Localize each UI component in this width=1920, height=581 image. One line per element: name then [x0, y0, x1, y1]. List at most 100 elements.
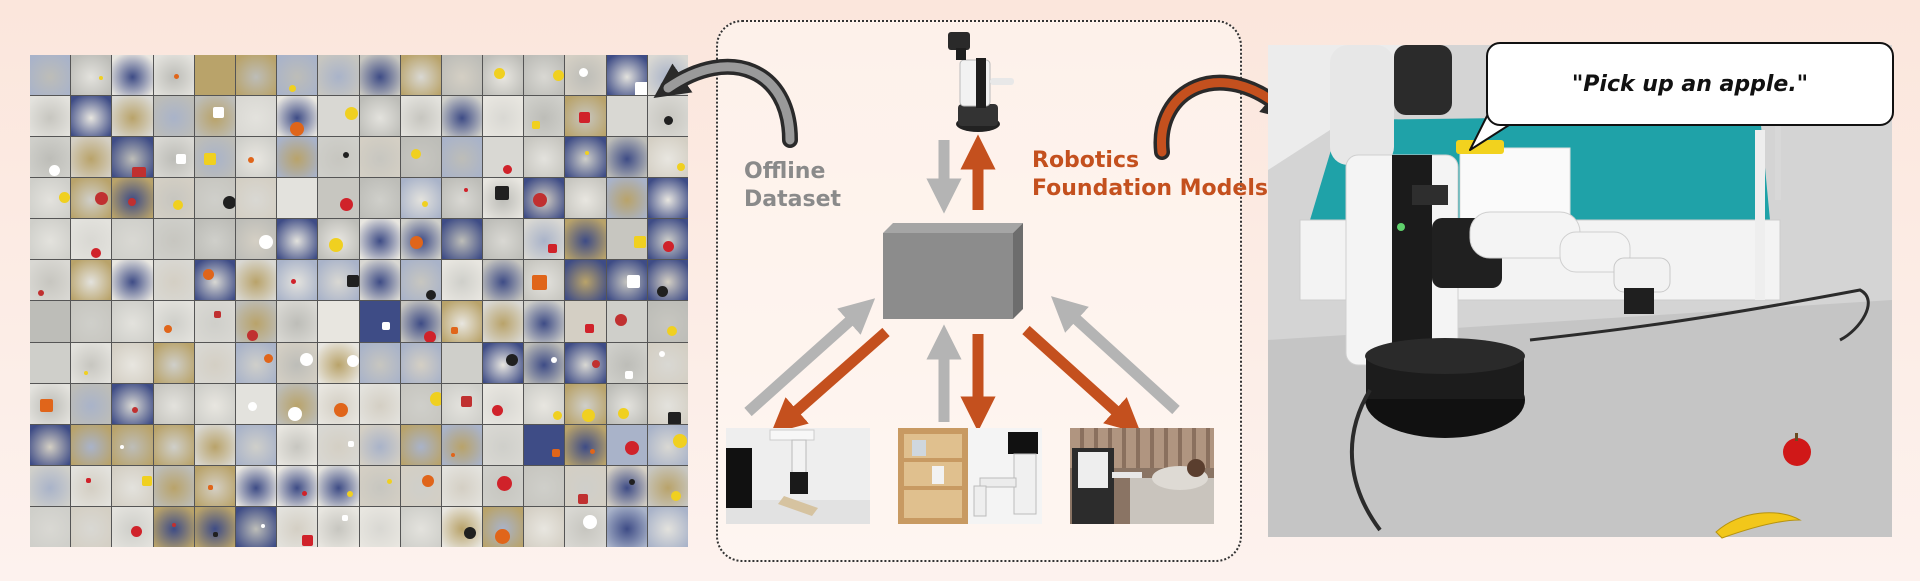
thumbnail-object — [346, 490, 353, 497]
dataset-thumbnail — [524, 137, 565, 178]
dataset-thumbnail — [30, 342, 71, 383]
photo-robot-scene — [1268, 45, 1892, 539]
thumbnail-object — [248, 156, 255, 163]
dataset-thumbnail — [277, 260, 318, 301]
dataset-thumbnail — [400, 506, 441, 547]
thumbnail-object — [532, 193, 547, 208]
dataset-thumbnail — [606, 424, 647, 465]
dataset-thumbnail — [112, 260, 153, 301]
thumbnail-object — [579, 68, 589, 78]
dataset-thumbnail — [235, 55, 277, 96]
dataset-thumbnail — [400, 96, 441, 137]
dataset-thumbnail — [318, 301, 359, 342]
dataset-thumbnail — [71, 301, 112, 342]
instruction-speech-bubble: "Pick up an apple." — [1486, 42, 1894, 126]
thumbnail-object — [656, 285, 668, 297]
thumbnail-object — [591, 359, 600, 368]
dataset-thumbnail — [318, 178, 359, 219]
thumbnail-object — [491, 405, 503, 417]
dataset-thumbnail — [565, 383, 606, 424]
dataset-thumbnail — [112, 342, 153, 383]
thumbnail-object — [582, 515, 597, 530]
thumbnail-object — [213, 531, 219, 537]
thumbnail-object — [223, 196, 235, 210]
thumbnail-object — [585, 151, 590, 156]
foundation-models-label: Robotics Foundation Models — [1032, 148, 1268, 201]
dataset-thumbnail — [359, 178, 400, 219]
dataset-thumbnail — [647, 424, 688, 465]
dataset-thumbnail — [71, 465, 112, 506]
dataset-thumbnail — [441, 96, 483, 137]
dataset-thumbnail — [565, 96, 606, 137]
thumbnail-object — [208, 485, 214, 491]
dataset-thumbnail — [483, 55, 524, 96]
thumbnail-object — [429, 391, 441, 406]
dataset-thumbnail — [153, 260, 194, 301]
dataset-thumbnail — [194, 506, 235, 547]
dataset-thumbnail — [606, 219, 647, 260]
dataset-thumbnail — [441, 219, 483, 260]
thumbnail-object — [585, 324, 595, 334]
thumbnail-object — [532, 120, 541, 129]
thumbnail-object — [131, 526, 143, 538]
dataset-thumbnail — [483, 342, 524, 383]
dataset-thumbnail — [235, 506, 277, 547]
dataset-thumbnail — [359, 465, 400, 506]
thumbnail-object — [127, 198, 136, 207]
dataset-thumbnail — [400, 178, 441, 219]
dataset-thumbnail — [647, 219, 688, 260]
dataset-thumbnail — [483, 383, 524, 424]
dataset-thumbnail — [277, 219, 318, 260]
thumbnail-object — [260, 523, 265, 528]
dataset-thumbnail — [30, 96, 71, 137]
dataset-thumbnail — [235, 96, 277, 137]
dataset-thumbnail — [400, 424, 441, 465]
thumbnail-object — [425, 289, 436, 300]
dataset-thumbnail — [359, 342, 400, 383]
dataset-thumbnail — [71, 178, 112, 219]
thumbnail-object — [381, 322, 390, 331]
dataset-thumbnail — [400, 342, 441, 383]
thumbnail-object — [658, 350, 665, 357]
curved-arrow-to-dataset-fill — [663, 62, 795, 145]
dataset-thumbnail — [565, 137, 606, 178]
dataset-thumbnail — [318, 342, 359, 383]
dataset-thumbnail — [277, 137, 318, 178]
dataset-thumbnail — [71, 342, 112, 383]
dataset-thumbnail — [441, 301, 483, 342]
dataset-thumbnail — [194, 465, 235, 506]
thumbnail-object — [628, 478, 635, 485]
dataset-thumbnail — [441, 137, 483, 178]
dataset-thumbnail — [565, 424, 606, 465]
dataset-thumbnail — [235, 260, 277, 301]
dataset-thumbnail — [606, 178, 647, 219]
thumbnail-object — [532, 275, 548, 291]
dataset-thumbnail — [483, 424, 524, 465]
dataset-thumbnail — [606, 465, 647, 506]
thumbnail-object — [421, 200, 428, 207]
offline-dataset-image-mosaic — [30, 55, 688, 547]
dataset-thumbnail — [30, 301, 71, 342]
thumbnail-object — [494, 67, 506, 79]
dataset-thumbnail — [441, 342, 483, 383]
gray-arrow-up-left — [744, 298, 876, 417]
thumbnail-object — [288, 84, 296, 92]
dataset-thumbnail — [112, 506, 153, 547]
dataset-thumbnail — [565, 55, 606, 96]
dataset-thumbnail — [235, 178, 277, 219]
thumbnail-object — [120, 445, 125, 450]
dataset-thumbnail — [441, 465, 483, 506]
dataset-thumbnail — [606, 506, 647, 547]
dataset-thumbnail — [524, 424, 565, 465]
dataset-thumbnail — [524, 383, 565, 424]
orange-arrow-down-right — [1022, 325, 1142, 434]
dataset-thumbnail — [606, 96, 647, 137]
dataset-thumbnail — [483, 137, 524, 178]
dataset-thumbnail — [565, 178, 606, 219]
dataset-thumbnail — [71, 219, 112, 260]
curved-arrow-to-robot-fill — [1157, 78, 1289, 157]
dataset-thumbnail — [318, 424, 359, 465]
dataset-thumbnail — [318, 219, 359, 260]
thumbnail-object — [287, 407, 302, 422]
